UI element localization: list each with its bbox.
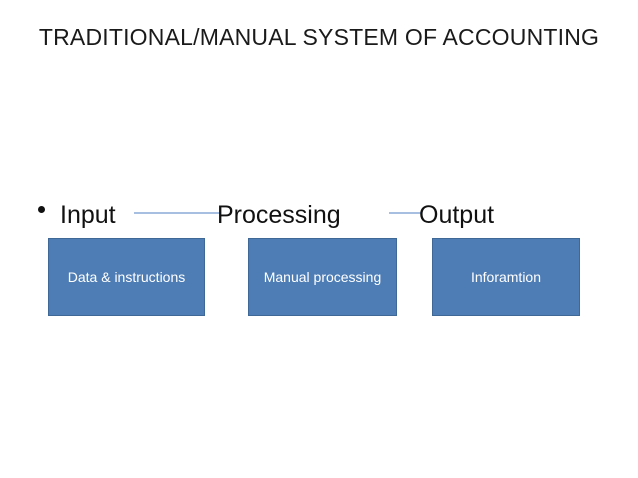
page-title: TRADITIONAL/MANUAL SYSTEM OF ACCOUNTING bbox=[38, 24, 600, 50]
stage-label-processing: Processing bbox=[217, 201, 341, 229]
stage-label-output: Output bbox=[419, 201, 495, 229]
process-box-output[interactable]: Inforamtion bbox=[432, 238, 580, 316]
process-box-input-label: Data & instructions bbox=[67, 269, 186, 285]
stage-label-input: Input bbox=[60, 201, 116, 229]
bullet-dot-icon bbox=[38, 206, 45, 213]
connector-arrow-input-to-processing bbox=[134, 212, 220, 214]
connector-arrow-processing-to-output bbox=[389, 212, 421, 214]
process-box-input[interactable]: Data & instructions bbox=[48, 238, 205, 316]
process-box-processing-label: Manual processing bbox=[263, 269, 382, 285]
process-box-output-label: Inforamtion bbox=[470, 269, 542, 285]
process-box-processing[interactable]: Manual processing bbox=[248, 238, 397, 316]
